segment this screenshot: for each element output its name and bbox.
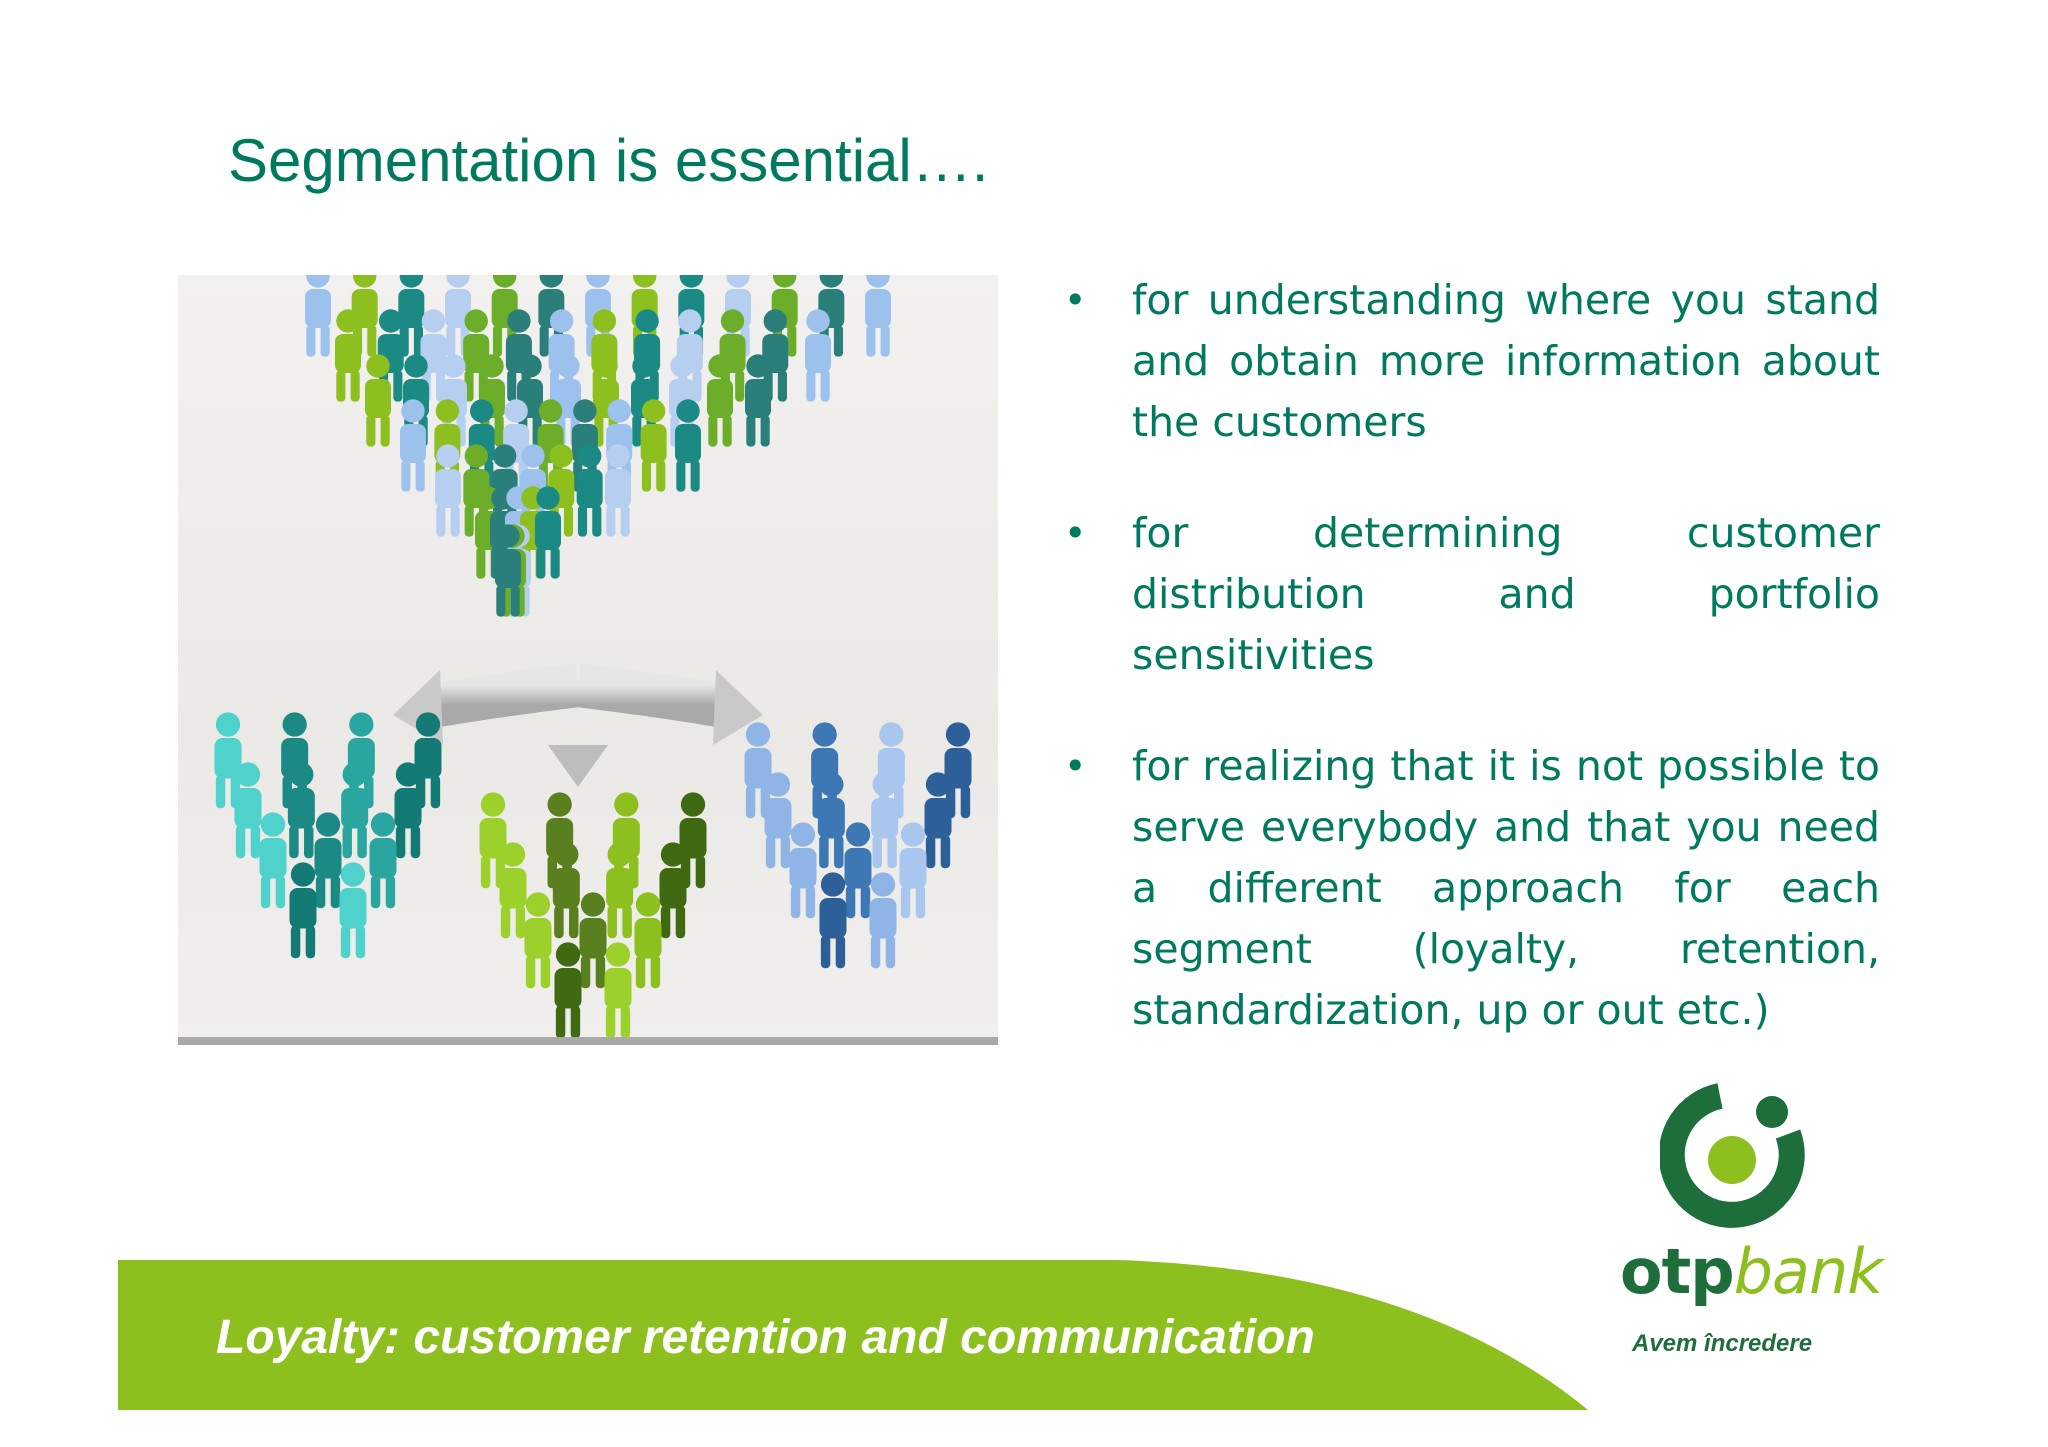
person-icon <box>899 822 927 919</box>
bullet-icon: • <box>1064 511 1087 555</box>
person-icon <box>817 772 845 869</box>
footer-band <box>118 1260 1588 1410</box>
person-icon <box>400 399 426 492</box>
list-item: •for realizing that it is not possible t… <box>1060 736 1880 1041</box>
person-icon <box>865 275 891 357</box>
person-icon <box>234 762 262 859</box>
list-item: •for determining customer distribution a… <box>1060 503 1880 686</box>
person-icon <box>535 486 561 579</box>
person-icon <box>289 862 317 959</box>
person-icon <box>552 842 580 939</box>
person-icon <box>524 892 552 989</box>
person-icon <box>640 399 667 492</box>
person-icon <box>314 812 342 909</box>
person-icon <box>339 862 367 959</box>
person-icon <box>365 354 391 447</box>
person-icon <box>604 942 632 1037</box>
otp-logo: otpbank Avem încredere <box>1600 1080 1883 1380</box>
person-icon <box>819 872 847 969</box>
person-icon <box>805 309 831 402</box>
person-icon <box>579 892 607 989</box>
bullet-icon: • <box>1064 744 1087 788</box>
person-icon <box>435 444 461 537</box>
person-icon <box>605 444 631 537</box>
person-icon <box>554 942 582 1037</box>
person-icon <box>924 772 952 869</box>
person-icon <box>764 772 792 869</box>
segmentation-illustration <box>178 275 998 1045</box>
otp-ring-logo-icon <box>1660 1083 1805 1228</box>
bullet-icon: • <box>1064 278 1087 322</box>
person-icon <box>606 842 634 939</box>
person-icon <box>707 354 733 447</box>
person-icon <box>789 822 817 919</box>
person-icon <box>499 842 527 939</box>
slogan: Avem încredere <box>1632 1330 1813 1357</box>
person-icon <box>634 892 662 989</box>
split-arrow-icon <box>393 555 763 787</box>
person-icon <box>335 309 361 402</box>
person-icon <box>394 762 422 859</box>
person-icon <box>871 772 899 869</box>
people-groups-icon <box>214 275 972 1037</box>
list-item: •for understanding where you stand and o… <box>1060 270 1880 453</box>
person-icon <box>659 842 687 939</box>
person-icon <box>844 822 872 919</box>
brand-wordmark: otpbank <box>1620 1235 1883 1308</box>
person-icon <box>745 354 771 447</box>
person-icon <box>341 762 369 859</box>
person-icon <box>287 762 315 859</box>
person-icon <box>369 812 397 909</box>
person-icon <box>305 275 331 357</box>
page-title: Segmentation is essential…. <box>228 127 989 194</box>
person-icon <box>675 399 701 492</box>
person-icon <box>869 872 897 969</box>
footer-text: Loyalty: customer retention and communic… <box>216 1311 1315 1364</box>
bullet-list: •for understanding where you stand and o… <box>1060 270 1880 1091</box>
person-icon <box>576 444 603 537</box>
person-icon <box>259 812 287 909</box>
